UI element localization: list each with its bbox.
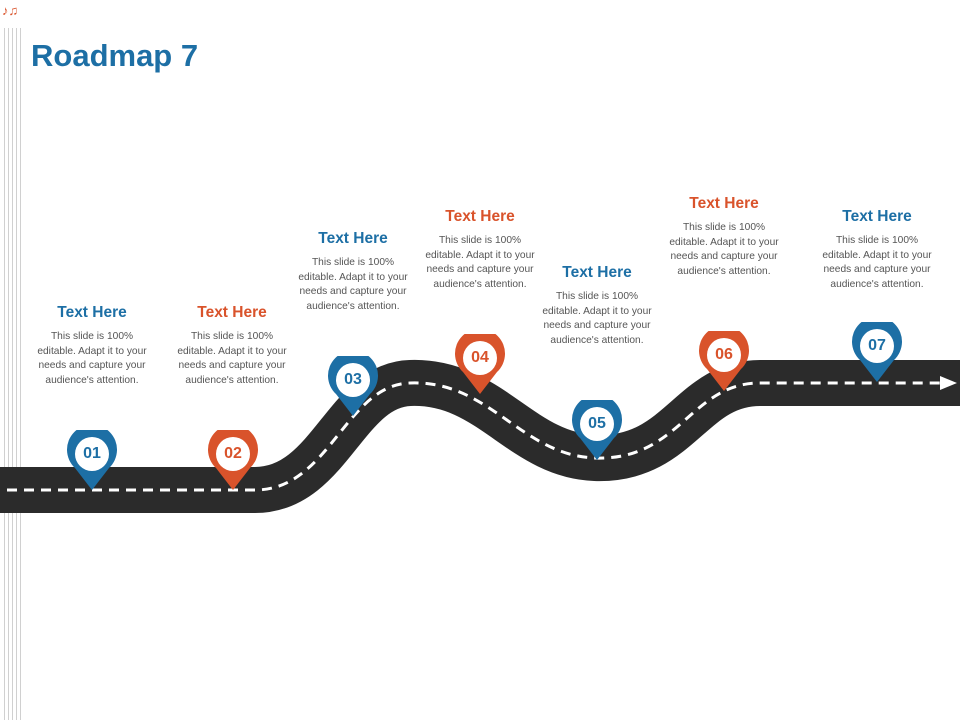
milestone-pin-02[interactable]: 02 [208, 430, 258, 490]
milestone-description: This slide is 100% editable. Adapt it to… [817, 234, 937, 292]
milestone-number: 06 [699, 342, 749, 368]
milestone-pin-04[interactable]: 04 [455, 334, 505, 394]
milestone-number: 04 [455, 345, 505, 371]
milestone-heading: Text Here [32, 304, 152, 322]
milestone-pin-05[interactable]: 05 [572, 400, 622, 460]
milestone-heading: Text Here [293, 230, 413, 248]
milestone-number: 03 [328, 367, 378, 393]
milestone-pin-07[interactable]: 07 [852, 322, 902, 382]
milestone-number: 02 [208, 441, 258, 467]
milestone-text-04: Text Here This slide is 100% editable. A… [420, 208, 540, 292]
milestone-text-07: Text Here This slide is 100% editable. A… [817, 208, 937, 292]
milestone-pin-06[interactable]: 06 [699, 331, 749, 391]
milestone-description: This slide is 100% editable. Adapt it to… [32, 330, 152, 388]
milestone-text-05: Text Here This slide is 100% editable. A… [537, 264, 657, 348]
milestone-number: 05 [572, 411, 622, 437]
milestone-description: This slide is 100% editable. Adapt it to… [537, 290, 657, 348]
road-surface [0, 383, 960, 490]
milestone-pin-01[interactable]: 01 [67, 430, 117, 490]
milestone-text-06: Text Here This slide is 100% editable. A… [664, 195, 784, 279]
milestone-description: This slide is 100% editable. Adapt it to… [293, 256, 413, 314]
milestone-pin-03[interactable]: 03 [328, 356, 378, 416]
milestone-heading: Text Here [172, 304, 292, 322]
milestone-description: This slide is 100% editable. Adapt it to… [664, 221, 784, 279]
milestone-number: 01 [67, 441, 117, 467]
milestone-text-02: Text Here This slide is 100% editable. A… [172, 304, 292, 388]
milestone-text-03: Text Here This slide is 100% editable. A… [293, 230, 413, 314]
milestone-text-01: Text Here This slide is 100% editable. A… [32, 304, 152, 388]
milestone-description: This slide is 100% editable. Adapt it to… [420, 234, 540, 292]
milestone-heading: Text Here [420, 208, 540, 226]
milestone-description: This slide is 100% editable. Adapt it to… [172, 330, 292, 388]
milestone-number: 07 [852, 333, 902, 359]
milestone-heading: Text Here [537, 264, 657, 282]
milestone-heading: Text Here [817, 208, 937, 226]
milestone-heading: Text Here [664, 195, 784, 213]
